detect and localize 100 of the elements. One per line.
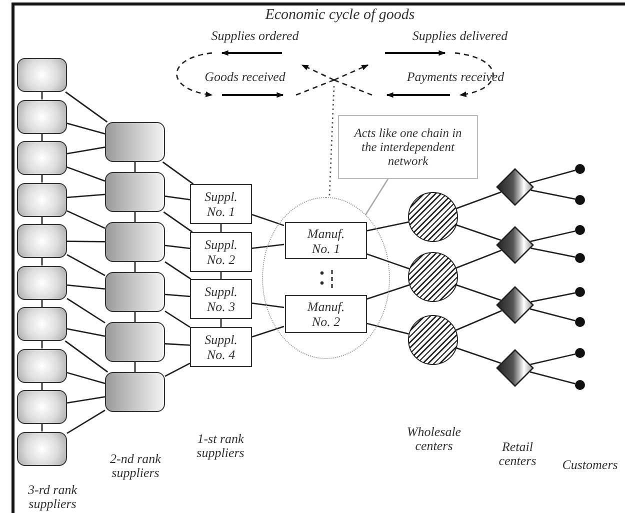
connector-line bbox=[66, 298, 106, 324]
connector-line bbox=[530, 371, 576, 384]
cycle-label: Supplies ordered bbox=[210, 29, 300, 43]
connector-line bbox=[366, 221, 409, 232]
connector-line bbox=[66, 210, 106, 229]
hatched-circle bbox=[408, 252, 458, 302]
dotted-ellipse bbox=[262, 197, 390, 359]
connector-line bbox=[65, 91, 108, 123]
supplier-box bbox=[17, 432, 67, 466]
connector-line bbox=[366, 253, 410, 270]
connector-line bbox=[67, 240, 105, 242]
connector-line bbox=[252, 302, 284, 308]
supplier-box bbox=[105, 372, 165, 412]
customer-dot bbox=[575, 348, 585, 358]
connector-line bbox=[66, 194, 106, 198]
connector-line bbox=[366, 284, 410, 300]
connector-line bbox=[66, 372, 106, 384]
connector-line bbox=[530, 247, 576, 258]
column-label: Wholesale centers bbox=[406, 425, 462, 453]
connector-line bbox=[530, 189, 576, 200]
supplier-box bbox=[105, 222, 165, 262]
cycle-label: Payments received bbox=[406, 70, 506, 84]
connector-line bbox=[66, 328, 106, 337]
connector-line bbox=[456, 347, 502, 364]
supplier-box bbox=[17, 266, 67, 300]
supplier-box: Suppl. No. 2 bbox=[190, 232, 252, 272]
connector-line bbox=[164, 362, 190, 377]
supplier-box: Suppl. No. 1 bbox=[190, 184, 252, 224]
connector-line bbox=[456, 191, 502, 210]
customer-dot bbox=[575, 195, 585, 205]
connector-line bbox=[163, 211, 193, 233]
hatched-circle bbox=[408, 315, 458, 365]
supplier-box bbox=[17, 58, 67, 92]
connector-line bbox=[530, 230, 576, 242]
connector-line bbox=[530, 170, 576, 184]
customer-dot bbox=[575, 225, 585, 235]
supplier-box bbox=[17, 141, 67, 175]
shaded-diamond bbox=[496, 349, 534, 387]
supplier-box bbox=[17, 182, 67, 216]
supplier-box bbox=[105, 172, 165, 212]
supplier-box bbox=[105, 272, 165, 312]
supplier-box: Suppl. No. 3 bbox=[190, 279, 252, 319]
connector-line bbox=[64, 340, 108, 373]
connector-line bbox=[134, 162, 136, 172]
column-label: 3-rd rank suppliers bbox=[27, 483, 78, 511]
manufacturer-box: Manuf. No. 2 bbox=[285, 295, 367, 333]
connector-line bbox=[530, 292, 576, 303]
connector-line bbox=[164, 196, 190, 200]
dotted-line bbox=[328, 86, 335, 198]
connector-line bbox=[456, 224, 502, 241]
customer-dot bbox=[575, 287, 585, 297]
connector-line bbox=[134, 312, 136, 322]
connector-line bbox=[66, 284, 106, 290]
column-label: Retail centers bbox=[498, 440, 538, 468]
connector-line bbox=[164, 261, 192, 280]
connector-line bbox=[164, 244, 190, 250]
customer-dot bbox=[575, 317, 585, 327]
connector-line bbox=[134, 262, 136, 272]
column-label: Customers bbox=[561, 458, 619, 472]
connector-line bbox=[66, 396, 106, 404]
connector-line bbox=[66, 410, 106, 434]
customer-dot bbox=[575, 164, 585, 174]
supplier-box bbox=[105, 122, 165, 162]
connector-line bbox=[456, 310, 502, 331]
connector-line bbox=[66, 254, 106, 276]
column-label: 1-st rank suppliers bbox=[196, 432, 246, 460]
supplier-box bbox=[105, 322, 165, 362]
column-label: 2-nd rank suppliers bbox=[109, 452, 162, 480]
connector-line bbox=[530, 353, 576, 366]
connector-line bbox=[162, 161, 194, 185]
title: Economic cycle of goods bbox=[264, 7, 416, 23]
connector-line bbox=[134, 212, 136, 222]
connector-line bbox=[164, 343, 190, 346]
customer-dot bbox=[575, 380, 585, 390]
connector-line bbox=[252, 326, 284, 338]
supplier-box bbox=[17, 307, 67, 341]
customer-dot bbox=[575, 253, 585, 263]
connector-line bbox=[252, 244, 284, 249]
cycle-label: Goods received bbox=[204, 70, 286, 84]
shaded-diamond bbox=[496, 168, 534, 206]
supplier-box bbox=[17, 390, 67, 424]
hatched-circle bbox=[408, 192, 458, 242]
supplier-box bbox=[17, 100, 67, 134]
supplier-box bbox=[17, 224, 67, 258]
connector-line bbox=[252, 214, 284, 226]
callout-box: Acts like one chain in the interdependent network bbox=[338, 115, 478, 179]
connector-line bbox=[66, 146, 106, 154]
shaded-diamond bbox=[496, 286, 534, 324]
connector-line bbox=[134, 362, 136, 372]
connector-line bbox=[456, 250, 502, 269]
connector-line bbox=[66, 166, 106, 182]
connector-line bbox=[66, 122, 106, 134]
connector-line bbox=[164, 294, 190, 298]
supplier-box bbox=[17, 348, 67, 382]
supplier-box: Suppl. No. 4 bbox=[190, 327, 252, 367]
connector-line bbox=[456, 284, 502, 301]
leader-line bbox=[365, 178, 389, 215]
manufacturer-box: Manuf. No. 1 bbox=[285, 222, 367, 259]
shaded-diamond bbox=[496, 226, 534, 264]
cycle-label: Supplies delivered bbox=[411, 29, 509, 43]
